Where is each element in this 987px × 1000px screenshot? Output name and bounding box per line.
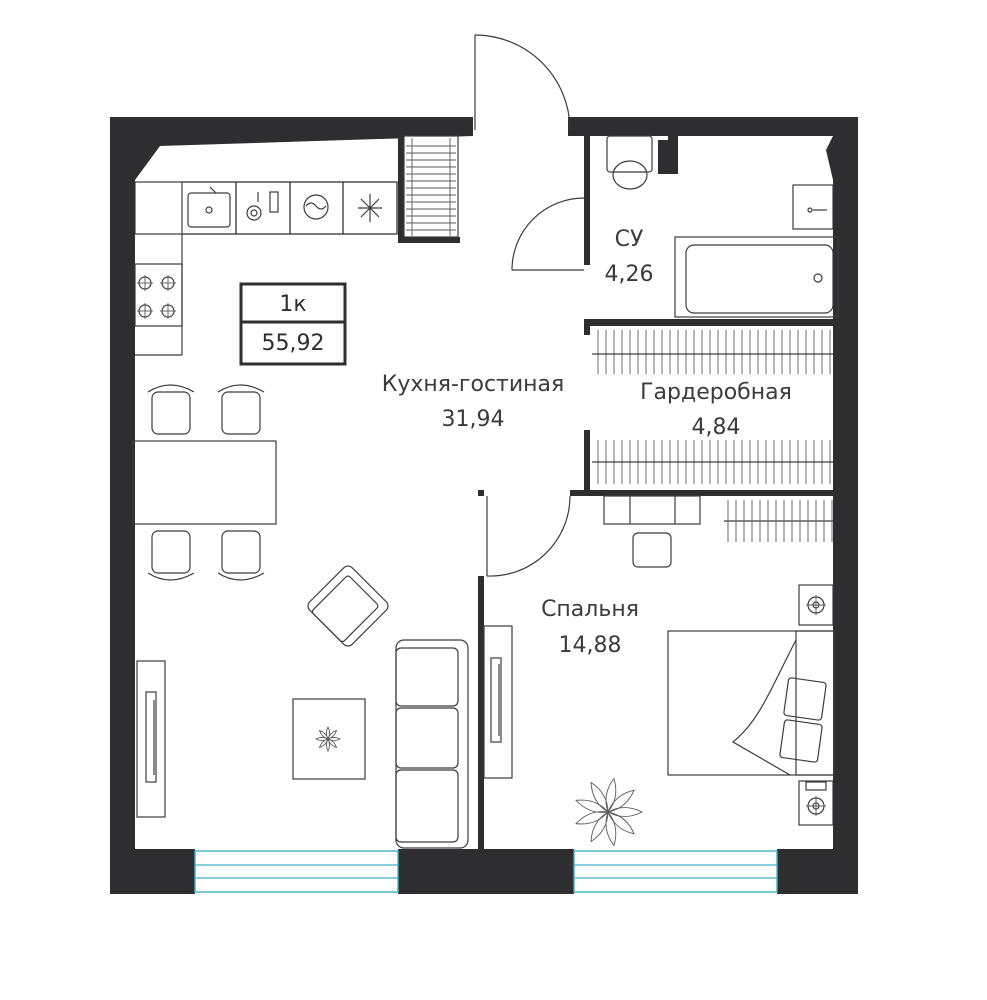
window-bedroom (573, 850, 778, 893)
bed (667, 630, 835, 776)
chair (217, 384, 265, 435)
stove-icon (134, 263, 183, 327)
sink-icon (181, 181, 237, 235)
bathroom-sink-icon (792, 184, 834, 230)
toilet-icon (606, 135, 653, 190)
chair (217, 530, 265, 581)
chair (147, 384, 195, 435)
bedroom-area: 14,88 (559, 633, 622, 658)
bathroom-name: СУ (615, 227, 644, 252)
chair (147, 530, 195, 581)
inner-walls (398, 136, 833, 849)
washing-machine-icon (289, 181, 344, 235)
bedroom-furniture (483, 495, 835, 847)
apartment-total-area: 55,92 (262, 331, 325, 356)
entrance-door (474, 34, 571, 131)
ventilation-shaft (403, 135, 459, 238)
tv-unit-bedroom (483, 625, 513, 779)
kitchen-counter (134, 181, 398, 356)
sofa (395, 639, 469, 849)
tv-unit-living (136, 660, 166, 818)
window-living (194, 850, 399, 893)
desk (603, 495, 701, 568)
nightstand (798, 780, 834, 826)
wardrobe-name: Гардеробная (640, 380, 792, 405)
plant-icon (575, 777, 643, 847)
windows (194, 850, 778, 893)
dining-set (132, 384, 277, 581)
bathtub-icon (674, 236, 839, 318)
dishwasher-icon (235, 181, 291, 235)
outer-walls (110, 117, 858, 894)
bedroom-name: Спальня (541, 597, 639, 622)
bathroom-area: 4,26 (605, 262, 654, 287)
wardrobe-area: 4,84 (692, 415, 741, 440)
apartment-type-label: 1к (279, 292, 306, 317)
kitchen-living-area: 31,94 (442, 407, 505, 432)
coffee-table (292, 698, 366, 780)
bathroom-fixtures (511, 135, 839, 318)
apartment-badge: 1к 55,92 (239, 282, 347, 366)
bedroom-door (486, 495, 571, 577)
armchair (307, 565, 389, 647)
room-labels: Кухня-гостиная 31,94 СУ 4,26 Гардеробная… (382, 227, 792, 658)
nightstand (798, 584, 834, 626)
bathroom-door (511, 197, 585, 271)
fridge-icon (342, 181, 398, 235)
plant-icon (315, 726, 341, 752)
wardrobe-racks (592, 330, 833, 484)
kitchen-living-name: Кухня-гостиная (382, 372, 565, 397)
